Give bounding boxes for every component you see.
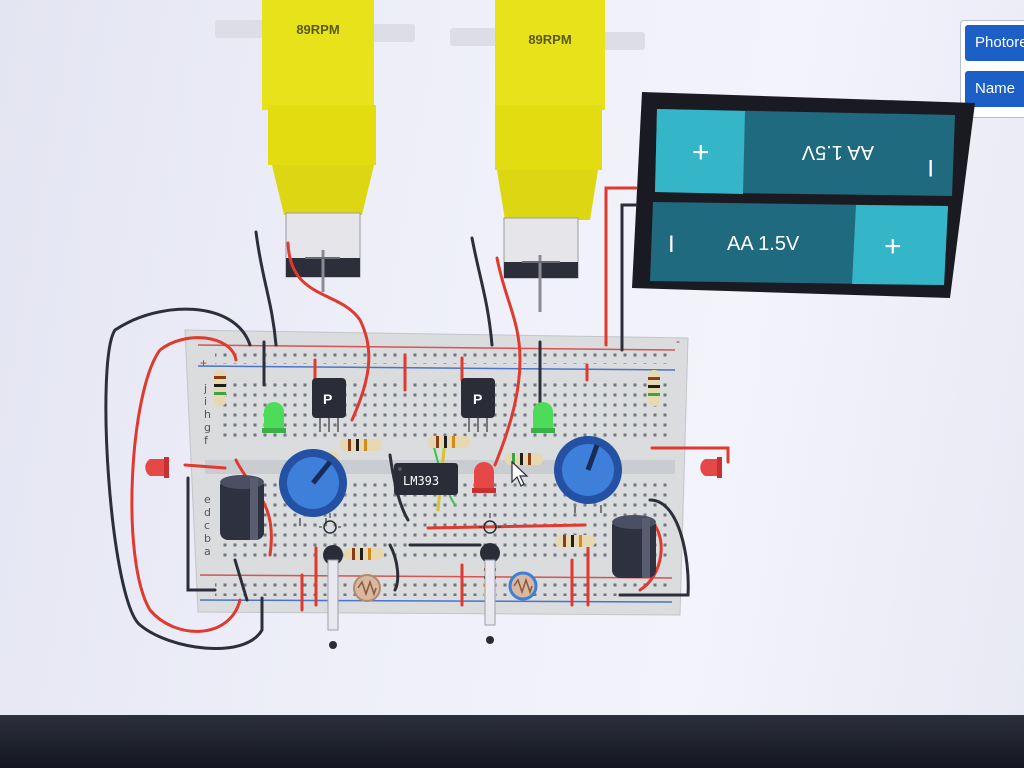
wires[interactable] (104, 186, 730, 650)
green-led[interactable] (531, 402, 555, 433)
circuit-drawing: + - j i h g f e d c b a (104, 0, 975, 650)
circuit-editor-canvas[interactable]: Photore Name + - (0, 0, 1024, 715)
name-button[interactable]: Name (965, 71, 1024, 107)
row-letter: b (204, 532, 211, 545)
electrolytic-capacitor[interactable] (220, 475, 264, 540)
photoresistor[interactable] (353, 574, 381, 602)
battery-cell-label: AA 1.5V (801, 141, 874, 163)
resistor[interactable] (340, 439, 382, 451)
battery-cell-label: AA 1.5V (727, 233, 800, 255)
motor-label: 89RPM (296, 22, 340, 37)
transistor-label: P (473, 391, 482, 407)
light-sensor-probe[interactable] (319, 513, 343, 649)
resistor[interactable] (555, 535, 595, 547)
resistor[interactable] (428, 436, 470, 448)
potentiometer[interactable] (554, 436, 622, 513)
photoresistor-button[interactable]: Photore (965, 25, 1024, 61)
battery-pack[interactable] (632, 92, 975, 298)
electrolytic-capacitor[interactable] (612, 515, 656, 578)
battery-minus-terminal: I (927, 154, 934, 181)
row-letter: f (204, 434, 209, 447)
battery-plus-terminal: + (884, 230, 902, 263)
photoresistor[interactable] (508, 571, 538, 601)
toolbar-placeholder (600, 32, 645, 50)
potentiometer[interactable] (279, 449, 347, 526)
resistor[interactable] (344, 548, 384, 560)
mouse-cursor-icon (511, 460, 529, 487)
row-letter: c (204, 519, 210, 532)
red-led[interactable] (472, 462, 496, 493)
component-properties-panel: Photore Name (960, 20, 1024, 118)
dc-motor[interactable] (262, 0, 376, 292)
resistor[interactable] (214, 370, 226, 406)
pnp-transistor[interactable] (312, 378, 346, 432)
green-led[interactable] (262, 402, 286, 433)
toolbar-placeholder (450, 28, 500, 46)
row-letter: g (204, 421, 211, 434)
lm393-chip[interactable] (394, 463, 458, 495)
chip-label: LM393 (403, 474, 439, 488)
light-sensor-probe[interactable] (479, 513, 501, 644)
transistor-label: P (323, 391, 332, 407)
motor-label: 89RPM (528, 32, 572, 47)
row-letter: a (204, 545, 211, 558)
dc-motor[interactable] (495, 0, 605, 312)
row-letter: j (203, 382, 207, 395)
red-led[interactable] (145, 457, 169, 478)
monitor-bezel (0, 715, 1024, 768)
rail-plus-label: + (200, 356, 207, 370)
rail-minus-label: - (676, 334, 680, 348)
resistor[interactable] (505, 453, 543, 465)
red-led[interactable] (700, 457, 722, 478)
resistor[interactable] (648, 370, 660, 406)
row-letter: d (204, 506, 211, 519)
battery-plus-terminal: + (692, 136, 710, 169)
row-letter: i (204, 395, 207, 408)
row-letter: e (204, 493, 211, 506)
pnp-transistor[interactable] (461, 378, 495, 432)
row-letter: h (204, 408, 211, 421)
battery-minus-terminal: I (668, 231, 675, 258)
